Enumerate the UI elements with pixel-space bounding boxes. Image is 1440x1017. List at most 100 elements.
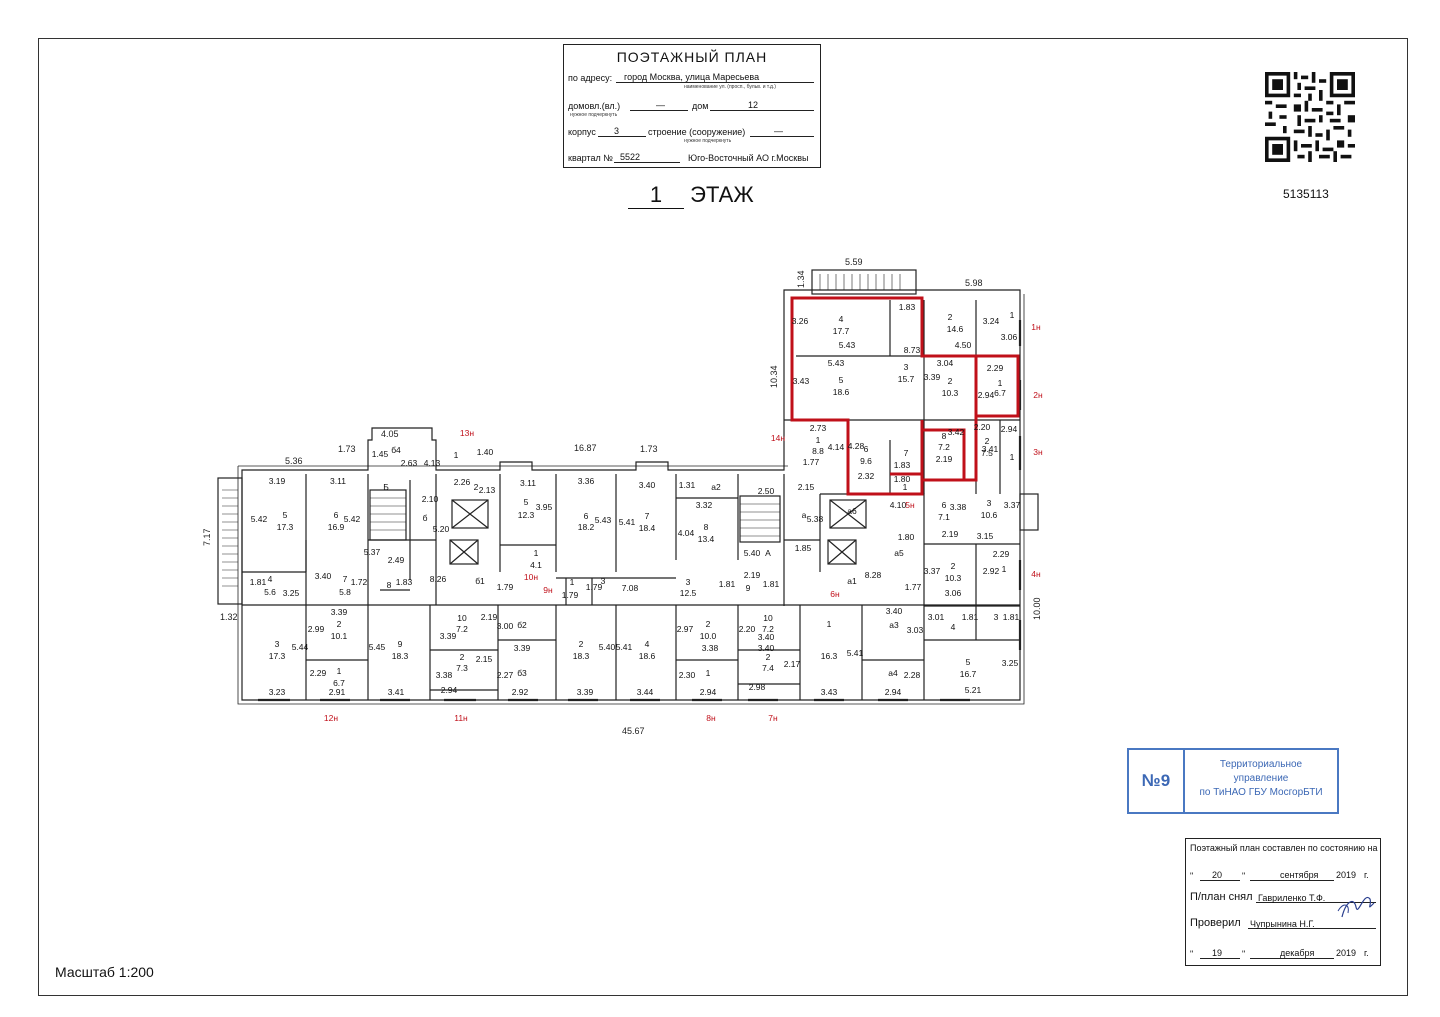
room-label: 5.45 (369, 642, 386, 652)
room-label: 4.10 (890, 500, 907, 510)
room-label: 13.4 (698, 534, 715, 544)
kvartal-value: 5522 (620, 152, 641, 162)
room-label: 5.20 (433, 524, 450, 534)
room-label: 5.43 (839, 340, 856, 350)
room-label: 3.40 (886, 606, 903, 616)
room-label: 5.21 (965, 685, 982, 695)
room-label: 1 (827, 619, 832, 629)
room-label: 18.6 (639, 651, 656, 661)
room-label: 16.3 (821, 651, 838, 661)
room-label: 3.40 (639, 480, 656, 490)
room-label: 3.37 (924, 566, 941, 576)
room-label: а1 (847, 576, 857, 586)
room-label: 5.43 (828, 358, 845, 368)
room-label: 3 (904, 362, 909, 372)
dim-top-right: 5.98 (965, 278, 983, 288)
room-label: 2.17 (784, 659, 801, 669)
room-label: 5.40 (744, 548, 761, 558)
room-label: 1.85 (795, 543, 812, 553)
room-label: 3.39 (331, 607, 348, 617)
entry-mark: 5н (905, 500, 915, 510)
room-label: 2.19 (481, 612, 498, 622)
room-label: 9 (398, 639, 403, 649)
room-label: 1 (570, 577, 575, 587)
room-label: 3.40 (758, 643, 775, 653)
room-label: 3 (601, 576, 606, 586)
dim-tower-h: 10.34 (769, 365, 779, 388)
taken-label: П/план снял (1190, 891, 1253, 903)
room-label: Б (383, 482, 389, 492)
room-label: 7 (645, 511, 650, 521)
room-label: 7.3 (456, 663, 468, 673)
room-label: 2.92 (983, 566, 1000, 576)
korpus-label: корпус (568, 127, 596, 137)
room-label: 5.37 (364, 547, 381, 557)
room-label: 3.24 (983, 316, 1000, 326)
entry-mark: 14н (771, 433, 785, 443)
room-label: а6 (847, 506, 857, 516)
address-value: город Москва, улица Маресьева (624, 72, 760, 82)
room-label: 2 (579, 639, 584, 649)
room-label: 2.20 (974, 422, 991, 432)
room-label: 1.83 (899, 302, 916, 312)
entry-mark: 13н (460, 428, 474, 438)
room-label: 2.29 (310, 668, 327, 678)
room-label: 10.6 (981, 510, 998, 520)
signoff-day2: 19 (1212, 948, 1223, 958)
room-label: 3.23 (269, 687, 286, 697)
room-label: 6.7 (994, 388, 1006, 398)
entry-mark: 6н (830, 589, 840, 599)
room-label: 1.31 (679, 480, 696, 490)
room-label: 17.3 (277, 522, 294, 532)
room-label: 2.99 (308, 624, 325, 634)
room-label: 3.25 (283, 588, 300, 598)
room-label: 3.38 (702, 643, 719, 653)
stamp-number: №9 (1129, 750, 1185, 812)
room-label: 4.28 (848, 441, 865, 451)
room-label: 3.44 (637, 687, 654, 697)
room-label: 5.40 (599, 642, 616, 652)
room-label: 5 (966, 657, 971, 667)
dim-stair-h: 1.34 (796, 270, 806, 288)
building-outline (241, 289, 1021, 701)
dim-wing-b: 1.32 (220, 612, 238, 622)
room-label: 2.28 (904, 670, 921, 680)
dom-label: дом (692, 101, 709, 111)
stroenie-underline (750, 135, 814, 137)
stamp-text: Территориальное управление по ТиНАО ГБУ … (1185, 758, 1337, 800)
floor-heading: 1 ЭТАЖ (628, 182, 754, 209)
room-label: 9.6 (860, 456, 872, 466)
room-label: 3 (987, 498, 992, 508)
dim-t1: 5.36 (285, 456, 303, 466)
stamp-line3: по ТиНАО ГБУ МосгорБТИ (1199, 787, 1323, 798)
room-label: 7.2 (762, 624, 774, 634)
room-label: 2 (948, 312, 953, 322)
room-label: 2 (951, 561, 956, 571)
room-label: 2.91 (329, 687, 346, 697)
room-label: 3.19 (269, 476, 286, 486)
room-label: б2 (517, 620, 527, 630)
room-label: 3.00 (497, 621, 514, 631)
room-label: 3.41 (388, 687, 405, 697)
room-label: 6.7 (333, 678, 345, 688)
room-label: 4 (645, 639, 650, 649)
room-label: 3.06 (945, 588, 962, 598)
room-label: 8 (942, 431, 947, 441)
room-label: 1.81 (719, 579, 736, 589)
room-label: 1.81 (1003, 612, 1020, 622)
room-label: 5.41 (847, 648, 864, 658)
plan-title: ПОЭТАЖНЫЙ ПЛАН (616, 49, 768, 65)
entry-mark: 4н (1031, 569, 1041, 579)
korpus-value: 3 (614, 126, 620, 136)
room-label: 3.04 (937, 358, 954, 368)
signoff-line1: Поэтажный план составлен по состоянию на (1190, 843, 1378, 853)
room-label: 10.3 (945, 573, 962, 583)
room-label: 2.27 (497, 670, 514, 680)
room-label: 1 (1002, 564, 1007, 574)
entry-mark: 11н (454, 713, 468, 723)
room-label: 7.2 (938, 442, 950, 452)
room-label: 4 (839, 314, 844, 324)
address-underline (616, 81, 814, 83)
room-label: 3.95 (536, 502, 553, 512)
